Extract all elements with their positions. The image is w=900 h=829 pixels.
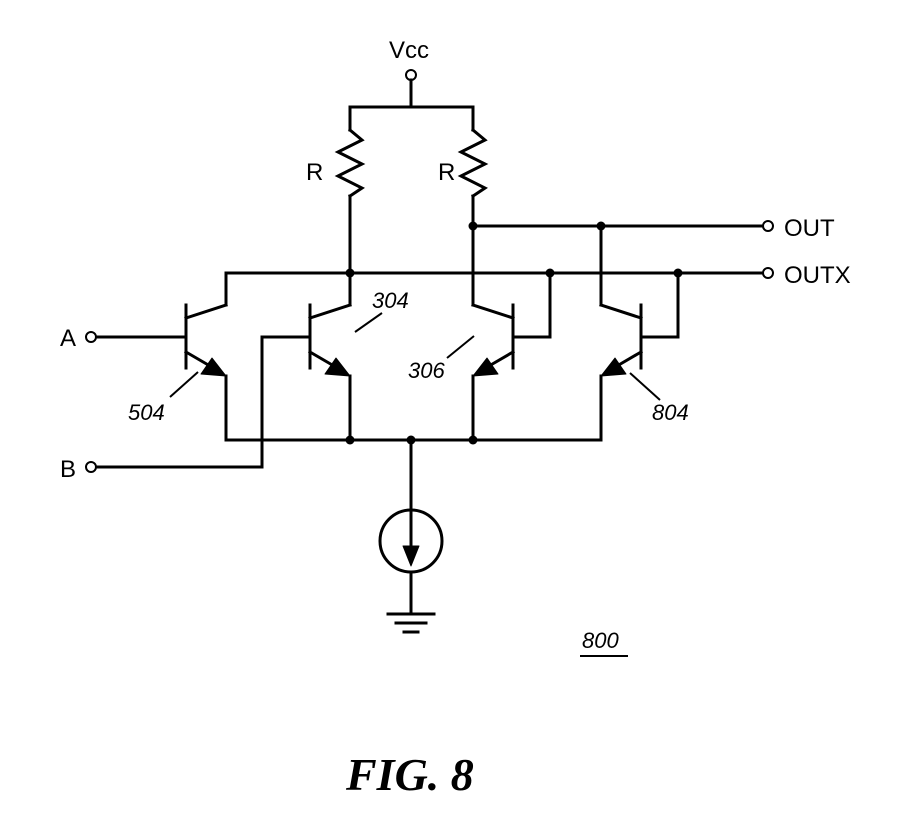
resistor-right-label: R	[438, 159, 455, 186]
out-label: OUT	[784, 215, 835, 242]
vcc-supply: Vcc	[348, 37, 475, 132]
out-terminal	[762, 220, 774, 232]
transistor-304: B 304	[60, 288, 409, 483]
vcc-label: Vcc	[389, 37, 429, 64]
current-source	[378, 508, 444, 616]
figure-caption: FIG. 8	[345, 749, 474, 800]
resistor-right: R	[438, 127, 489, 228]
outx-label: OUTX	[784, 262, 851, 289]
input-b-label: B	[60, 456, 76, 483]
ground-symbol	[386, 612, 436, 634]
transistor-306: 306	[408, 271, 552, 442]
input-a-label: A	[60, 325, 76, 352]
ref-804: 804	[652, 400, 689, 425]
out-net: OUT	[468, 215, 835, 307]
ref-306: 306	[408, 358, 445, 383]
ref-504: 504	[128, 400, 165, 425]
outx-terminal	[762, 267, 774, 279]
resistor-left: R	[306, 127, 366, 275]
transistor-804: 804	[599, 271, 689, 442]
ref-304: 304	[372, 288, 409, 313]
resistor-left-label: R	[306, 159, 323, 186]
transistor-504: A 504	[60, 303, 228, 442]
input-b-terminal	[85, 461, 97, 473]
ref-800: 800	[582, 628, 619, 653]
emitter-node	[224, 435, 603, 512]
input-a-terminal	[85, 331, 97, 343]
outx-net: OUTX	[224, 262, 851, 307]
